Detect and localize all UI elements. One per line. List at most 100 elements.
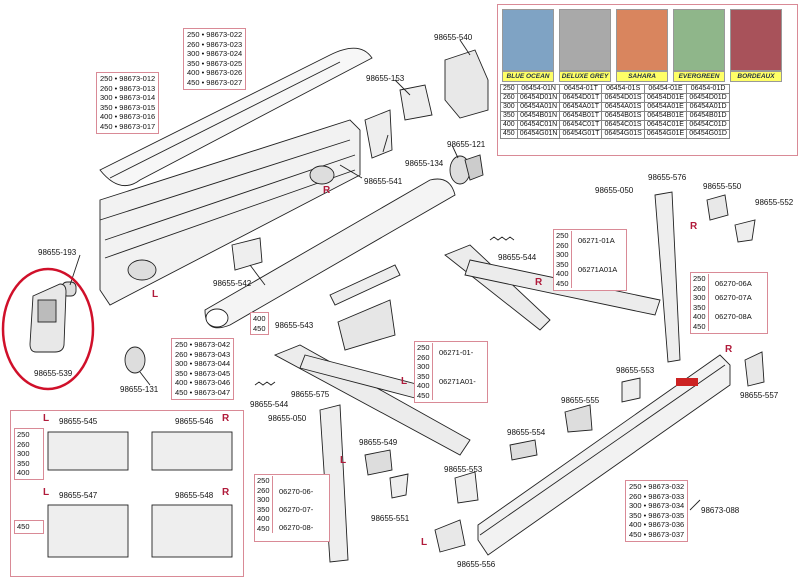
list-item: 250 • 98673-022 (187, 30, 243, 39)
part-label: 98655-540 (434, 33, 473, 42)
part-label: 98673-088 (701, 506, 740, 515)
part-label: 98655-557 (740, 391, 779, 400)
list-item: 300 • 98673-014 (100, 93, 156, 103)
side-mark-right: R (690, 221, 698, 232)
bracket-sizes-bottom: 450 (14, 520, 44, 534)
size-value: 450 (693, 321, 706, 331)
list-item: 450 • 98673-027 (187, 77, 243, 87)
size-value: 260 (417, 352, 430, 362)
size-value: 400 (17, 468, 30, 477)
bracket-sizes-top: 250 260 300 350 400 (14, 428, 44, 480)
part-label: 98655-545 (59, 417, 98, 426)
size-value: 400 (693, 312, 706, 321)
part-label: 98655-548 (175, 491, 214, 500)
list-item: 260 • 98673-043 (175, 349, 231, 359)
part-label: 98655-556 (457, 560, 496, 569)
part-label: 98655-553 (616, 366, 655, 375)
size-value: 450 (417, 390, 430, 400)
side-mark-right: R (725, 344, 733, 355)
swatch-bordeaux: BORDEAUX (730, 9, 782, 82)
leg-code: 06270-06A (715, 279, 752, 288)
arm-left-box: 250 260 300 350 400 450 06271-01- 06271A… (414, 341, 488, 403)
size-value: 250 (17, 430, 30, 439)
part-label: 98655-121 (447, 140, 486, 149)
list-item: 260 • 98673-023 (187, 39, 243, 49)
side-mark-left: L (43, 413, 50, 424)
size-value: 400 (417, 381, 430, 390)
side-mark-left: L (401, 376, 408, 387)
part-label: 98655-543 (275, 321, 314, 330)
code-cell: 06454C01D (686, 120, 730, 130)
part-label: 98655-153 (366, 74, 405, 83)
side-mark-right: R (323, 185, 331, 196)
code-cell: 06454B01D (686, 111, 730, 121)
code-cell: 06454D01N (516, 93, 561, 103)
list-item: 400 • 98673-036 (629, 520, 685, 530)
part-label: 98655-575 (291, 390, 330, 399)
list-item: 260 • 98673-033 (629, 491, 685, 501)
list-item: 250 • 98673-012 (100, 74, 156, 83)
swatch-label: BLUE OCEAN (502, 71, 554, 82)
list-item: 400 • 98673-026 (187, 68, 243, 78)
list-item: 350 • 98673-025 (187, 58, 243, 68)
leg-code: 06270-08- (279, 523, 314, 532)
code-cell: 06454G01T (559, 129, 603, 139)
swatch-label: BORDEAUX (730, 71, 782, 82)
code-cell: 06454A01T (559, 102, 603, 112)
size-value: 350 (693, 302, 706, 312)
swatch-blue-ocean: BLUE OCEAN (502, 9, 554, 82)
part-label: 98655-542 (213, 279, 252, 288)
list-item: 400 • 98673-046 (175, 378, 231, 388)
side-mark-left: L (340, 455, 347, 466)
code-cell: 06454-01N (516, 84, 561, 94)
code-cell: 06454A01D (686, 102, 730, 112)
list-item: 250 • 98673-032 (629, 482, 685, 491)
side-mark-right: R (535, 277, 543, 288)
size-value: 300 (17, 449, 30, 458)
top-cover-list: 250 • 98673-022 260 • 98673-023 300 • 98… (183, 28, 247, 90)
part-label: 98655-544 (498, 253, 537, 262)
size-cell: 300 (500, 102, 518, 112)
size-value: 300 (556, 250, 569, 259)
code-cell: 06454G01E (643, 129, 688, 139)
size-value: 260 (556, 240, 569, 250)
part-label: 98655-544 (250, 400, 289, 409)
leg-code: 06270-07- (279, 505, 314, 514)
size-value: 450 (556, 278, 569, 288)
list-item: 350 • 98673-045 (175, 368, 231, 378)
size-value: 260 (17, 439, 30, 449)
code-cell: 06454C01S (601, 120, 645, 130)
size-value: 350 (556, 259, 569, 269)
leg-left-box: 250 260 300 350 400 450 06270-06- 06270-… (254, 474, 330, 542)
size-cell: 350 (500, 111, 518, 121)
code-cell: 06454C01E (643, 120, 688, 130)
leg-right-box: 250 260 300 350 400 450 06270-06A 06270-… (690, 272, 768, 334)
size-value: 400 (257, 514, 270, 523)
code-cell: 06454D01T (559, 93, 603, 103)
list-item: 300 • 98673-034 (629, 501, 685, 511)
size-cell: 260 (500, 93, 518, 103)
part-label: 98655-553 (444, 465, 483, 474)
side-mark-left: L (43, 487, 50, 498)
size-value: 400 (556, 269, 569, 278)
size-value: 350 (257, 504, 270, 514)
swatch-label: EVERGREEN (673, 71, 725, 82)
bracket-panel (10, 410, 244, 577)
part-label: 98655-576 (648, 173, 687, 182)
list-item: 400 • 98673-016 (100, 112, 156, 122)
arm-code: 06271A01- (439, 377, 476, 386)
size-box-543: 400 450 (250, 312, 269, 335)
size-cell: 400 (500, 120, 518, 130)
list-item: 450 • 98673-017 (100, 121, 156, 131)
part-label: 98655-552 (755, 198, 794, 207)
arm-code: 06271-01A (578, 236, 615, 245)
part-label: 98655-554 (507, 428, 546, 437)
code-cell: 06454-01D (686, 84, 730, 94)
size-value: 250 (556, 231, 569, 240)
